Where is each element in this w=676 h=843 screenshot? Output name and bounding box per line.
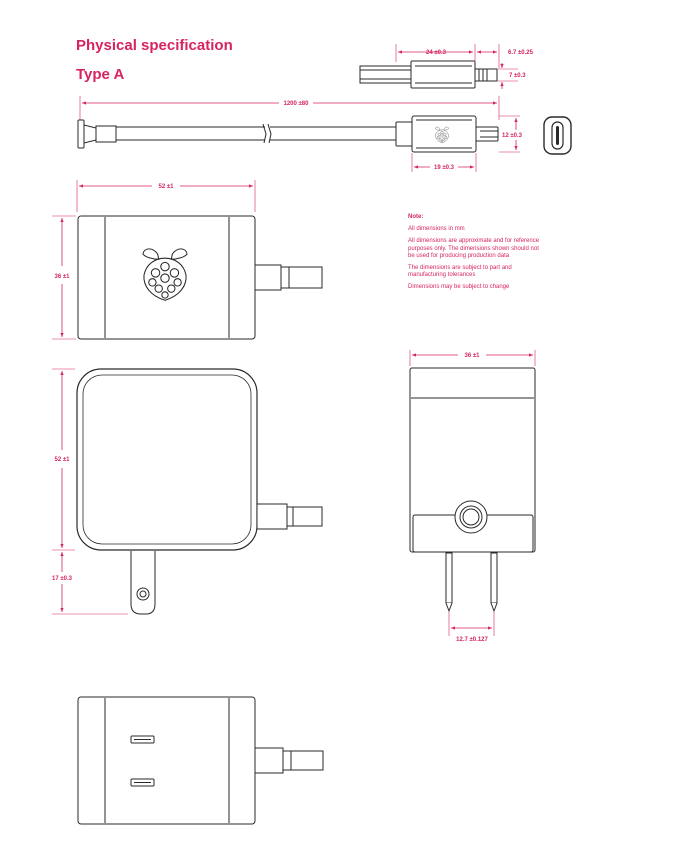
cable-left-end xyxy=(77,119,117,149)
page-subtitle: Type A xyxy=(76,66,125,83)
dim-front-height: 52 ±1 xyxy=(55,457,71,463)
page-title: Physical specification xyxy=(76,37,233,54)
cable xyxy=(116,123,396,144)
plug-prong xyxy=(130,551,156,615)
notes-heading: Note: xyxy=(408,214,424,220)
usb-c-plug xyxy=(475,126,499,142)
dim-connector-length: 19 ±0.3 xyxy=(434,165,455,171)
usb-a-metal-tip xyxy=(359,65,413,84)
dim-prong-length: 17 ±0.3 xyxy=(52,576,73,582)
note-reference: All dimensions are approximate and for r… xyxy=(408,238,540,259)
charger-bottom-view xyxy=(77,696,324,825)
dim-top-width: 52 ±1 xyxy=(159,184,175,190)
dim-plug-tip: 6.7 ±0.25 xyxy=(508,50,534,56)
usb-c-port-icon xyxy=(543,116,572,155)
dim-cable-length: 1200 ±80 xyxy=(284,101,310,107)
dim-prong-spacing: 12.7 ±0.127 xyxy=(456,637,488,643)
dim-plug-length: 24 ±0.3 xyxy=(426,50,447,56)
dim-plug-height: 7 ±0.3 xyxy=(509,73,526,79)
usb-a-strain-relief xyxy=(474,68,498,82)
usb-a-plug xyxy=(359,60,498,89)
charger-side-view xyxy=(409,367,536,613)
usb-c-housing xyxy=(411,115,477,153)
plug-prong xyxy=(445,552,453,604)
usb-c-connector xyxy=(395,115,499,153)
dim-connector-height: 12 ±0.3 xyxy=(502,133,523,139)
dim-top-height: 36 ±1 xyxy=(55,274,71,280)
note-units: All dimensions in mm xyxy=(408,226,465,233)
plug-prong xyxy=(490,552,498,604)
notes-panel: Note: All dimensions in mm All dimension… xyxy=(408,214,540,297)
usb-a-housing xyxy=(410,60,476,89)
dim-side-width: 36 ±1 xyxy=(465,353,481,359)
note-tolerances: The dimensions are subject to part and m… xyxy=(408,265,512,279)
charger-top-view xyxy=(77,215,323,340)
usb-c-strain-relief xyxy=(395,121,413,147)
charger-front-view xyxy=(76,368,323,615)
note-change: Dimensions may be subject to change xyxy=(408,284,510,291)
